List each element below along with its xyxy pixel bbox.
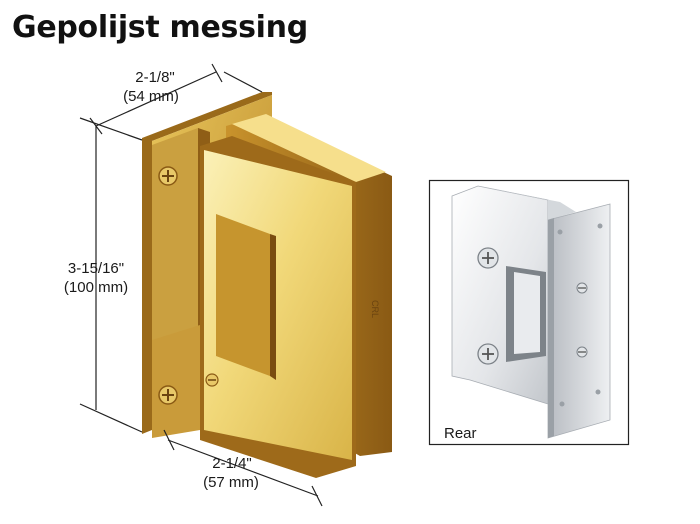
screw-icon	[576, 346, 588, 358]
dimension-lines	[79, 63, 323, 507]
page-title: Gepolijst messing	[12, 10, 308, 45]
bottom-width-metric: (57 mm)	[203, 474, 259, 491]
brass-hinge-drawing: CRL	[142, 92, 392, 478]
svg-text:CRL: CRL	[370, 300, 380, 318]
screw-icon	[205, 373, 219, 387]
height-imperial: 3-15/16"	[68, 260, 124, 277]
top-width-imperial: 2-1/8"	[135, 69, 175, 86]
top-width-metric: (54 mm)	[123, 88, 179, 105]
bottom-width-imperial: 2-1/4"	[212, 455, 252, 472]
rear-view-inset: Rear	[428, 179, 630, 446]
screw-icon	[576, 282, 588, 294]
height-metric: (100 mm)	[64, 279, 128, 296]
screw-icon	[158, 166, 178, 186]
screw-icon	[158, 385, 178, 405]
screw-icon	[477, 343, 499, 365]
rear-label: Rear	[444, 425, 477, 442]
screw-icon	[477, 247, 499, 269]
